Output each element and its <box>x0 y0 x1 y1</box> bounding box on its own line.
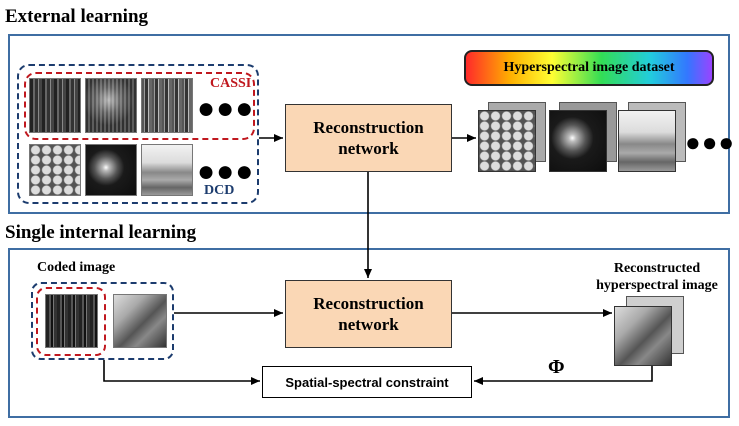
cassi-measurement-image <box>141 78 193 133</box>
dcd-image <box>85 144 137 196</box>
spatial-spectral-constraint-box: Spatial-spectral constraint <box>262 366 472 398</box>
coded-measurement-image <box>45 294 98 348</box>
reconstruction-network-external: Reconstruction network <box>285 104 452 172</box>
internal-learning-panel <box>8 248 730 418</box>
constraint-label: Spatial-spectral constraint <box>285 374 449 390</box>
coded-image-label: Coded image <box>37 260 116 275</box>
recon-line1: Reconstruction <box>313 294 424 313</box>
hyperspectral-cube <box>549 102 617 172</box>
dataset-label: Hyperspectral image dataset <box>503 60 675 75</box>
recon-line2: network <box>338 139 399 158</box>
dcd-label: DCD <box>204 183 235 198</box>
dcd-image <box>141 144 193 196</box>
reconstructed-hyperspectral-cube <box>614 296 684 366</box>
dcd-image <box>29 144 81 196</box>
output-line2: hyperspectral image <box>596 278 718 293</box>
dcd-group-box <box>17 64 259 204</box>
reconstruction-network-internal: Reconstruction network <box>285 280 452 348</box>
external-learning-panel <box>8 34 730 214</box>
external-learning-title: External learning <box>5 6 149 27</box>
more-ellipsis: ●●● <box>197 92 255 125</box>
reconstructed-hsi-label: Reconstructed hyperspectral image <box>592 260 722 294</box>
more-ellipsis: ●●● <box>685 128 736 157</box>
arrow-output-to-constraint <box>474 366 653 385</box>
dcd-coded-image <box>113 294 167 348</box>
hyperspectral-dataset-badge: Hyperspectral image dataset <box>464 50 714 86</box>
hyperspectral-cube <box>618 102 686 172</box>
recon-line2: network <box>338 315 399 334</box>
arrow-coded-to-constraint <box>103 360 260 385</box>
more-ellipsis: ●●● <box>197 155 255 188</box>
coded-image-group-box <box>31 282 174 360</box>
cassi-measurement-image <box>29 78 81 133</box>
hyperspectral-cube <box>478 102 546 172</box>
internal-learning-title: Single internal learning <box>5 222 197 243</box>
coded-measurement-box <box>36 287 106 356</box>
output-line1: Reconstructed <box>613 261 701 276</box>
cassi-label: CASSI <box>210 76 252 91</box>
recon-line1: Reconstruction <box>313 118 424 137</box>
cassi-measurement-image <box>85 78 137 133</box>
phi-symbol: Φ <box>548 356 565 378</box>
cassi-group-box <box>24 72 255 140</box>
